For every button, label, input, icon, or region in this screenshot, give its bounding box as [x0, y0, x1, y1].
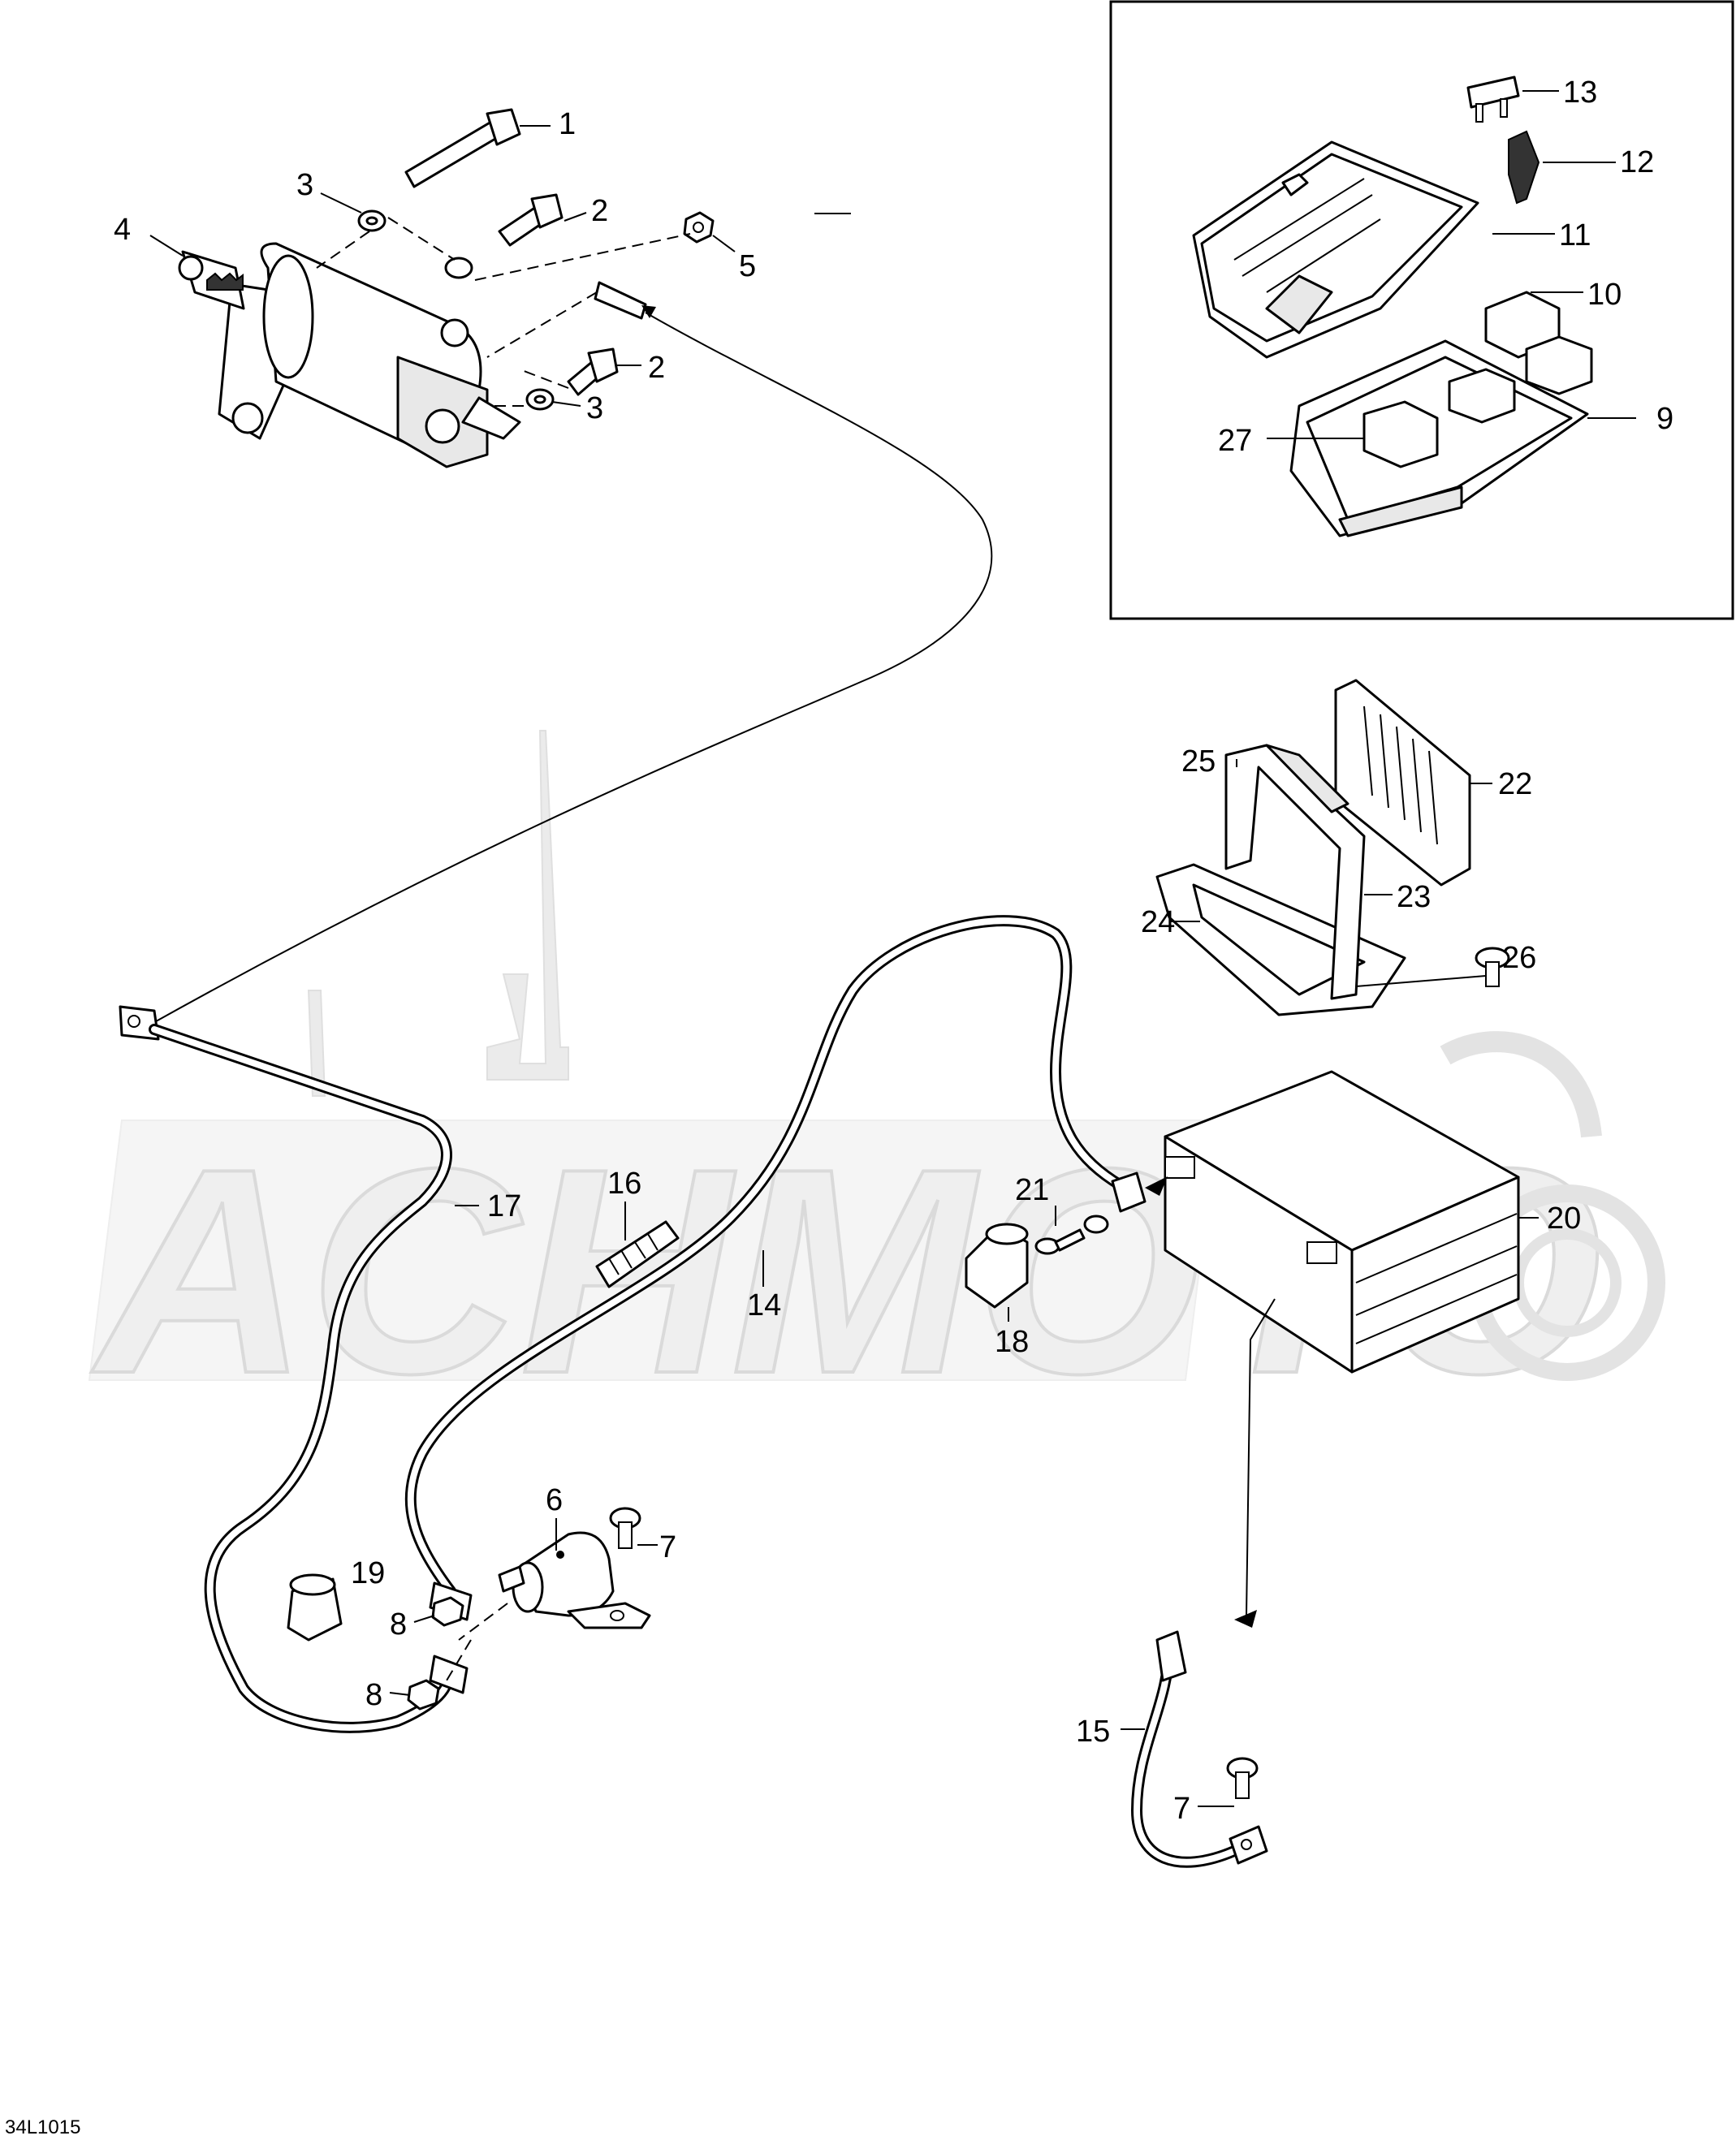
bolt-1	[404, 108, 521, 188]
callout-18: 18	[995, 1325, 1029, 1359]
nut-8-upper	[431, 1596, 464, 1627]
callout-20: 20	[1547, 1202, 1581, 1236]
bolt-2-lower	[567, 347, 619, 396]
fuse-box-inset-frame	[1109, 0, 1734, 620]
terminal-boot-18	[965, 1223, 1029, 1309]
nut-8-lower	[407, 1679, 440, 1711]
callout-10: 10	[1587, 278, 1622, 312]
callout-24: 24	[1141, 905, 1175, 939]
callout-labels: 1 2 2 3 3 4 5 6 7 7 8 8 9 10 11 12 13 14…	[114, 76, 1673, 1826]
callout-2-top: 2	[591, 194, 608, 228]
washer-near-bolt-2	[444, 257, 473, 279]
battery-20	[1164, 1070, 1520, 1374]
cable-14-terminal	[1111, 1171, 1147, 1213]
callout-7-lower: 7	[1173, 1792, 1190, 1826]
bolt-7-lower	[1226, 1757, 1259, 1799]
relay-27	[1362, 400, 1439, 468]
bolt-2-top	[498, 193, 564, 247]
callout-26: 26	[1502, 941, 1536, 975]
bolt-7-upper	[609, 1507, 641, 1549]
cable-15-top-terminal	[1155, 1630, 1187, 1682]
callout-7-upper: 7	[659, 1530, 676, 1564]
callout-22: 22	[1498, 767, 1532, 801]
terminal-boot-19	[287, 1573, 343, 1642]
routing-line	[149, 312, 993, 1025]
callout-27: 27	[1218, 424, 1252, 458]
callout-9: 9	[1656, 402, 1673, 436]
callout-25: 25	[1181, 744, 1216, 779]
screw-21	[1034, 1215, 1109, 1255]
fuse-12	[1508, 130, 1540, 205]
callout-15: 15	[1076, 1715, 1110, 1749]
callout-12: 12	[1620, 145, 1654, 179]
callout-16: 16	[607, 1167, 641, 1201]
callout-3-lower: 3	[586, 391, 603, 425]
ground-cable-15	[1131, 1638, 1240, 1868]
grommet-16	[595, 1220, 680, 1288]
diagram-code: 34L1015	[5, 2116, 80, 2138]
callout-2-lower: 2	[648, 351, 665, 385]
callout-11: 11	[1559, 218, 1591, 252]
fuse-13	[1466, 76, 1520, 123]
callout-6: 6	[546, 1483, 563, 1517]
watermark-spire	[486, 730, 569, 1081]
callout-19: 19	[351, 1556, 385, 1590]
terminal-bracket	[594, 281, 647, 320]
fuse-box-cover-11	[1192, 140, 1479, 359]
callout-14: 14	[747, 1288, 781, 1322]
battery-strap-25-23	[1224, 744, 1366, 1000]
solenoid-6	[498, 1531, 651, 1629]
callout-8-upper: 8	[390, 1607, 407, 1642]
callout-leaders	[149, 90, 1636, 1807]
callout-21: 21	[1015, 1173, 1049, 1207]
callout-4: 4	[114, 213, 131, 247]
callout-17: 17	[487, 1189, 521, 1223]
relay-10	[1448, 291, 1593, 424]
callout-23: 23	[1397, 880, 1431, 914]
callout-1: 1	[559, 107, 576, 141]
battery-tray-24	[1155, 863, 1406, 1016]
callout-3-top: 3	[296, 168, 313, 202]
callout-8-lower: 8	[365, 1678, 382, 1712]
callout-5: 5	[739, 249, 756, 283]
starter-motor	[178, 242, 521, 468]
bolt-26	[1475, 947, 1510, 987]
callout-13: 13	[1563, 76, 1597, 110]
